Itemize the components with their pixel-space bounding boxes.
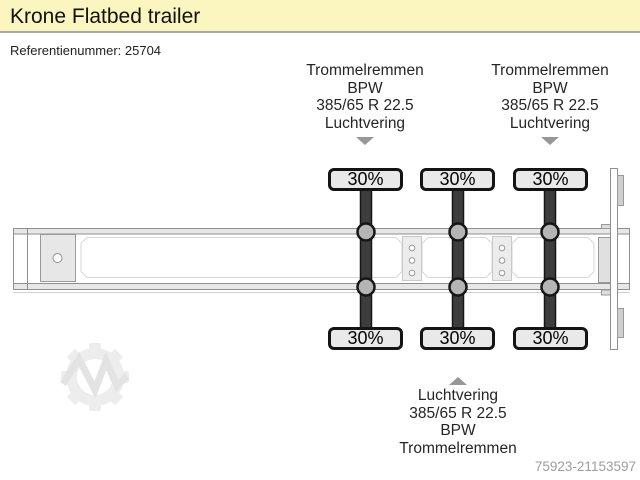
tread-depth-badge-axle1-bottom: 30% — [328, 327, 403, 350]
title-bar — [0, 0, 640, 33]
spec-line-tyre-size: 385/65 R 22.5 — [316, 97, 414, 114]
bolt-holes — [408, 244, 506, 277]
spec-line-brakes: Trommelremmen — [306, 62, 424, 79]
spec-line-suspension: Luchtvering — [417, 387, 499, 404]
arrow-up-icon — [449, 377, 467, 385]
spec-line-axle-brand: BPW — [440, 422, 476, 439]
tread-depth-badge-axle1-top: 30% — [328, 168, 403, 191]
axle-spec-top-right: Trommelremmen BPW 385/65 R 22.5 Luchtver… — [435, 62, 640, 145]
listing-id: 75923-21153597 — [534, 459, 636, 474]
tread-depth-badge-axle2-top: 30% — [420, 168, 495, 191]
reference-number: Referentienummer: 25704 — [10, 43, 162, 58]
spec-line-tyre-size: 385/65 R 22.5 — [409, 404, 507, 422]
tread-depth-badge-axle3-top: 30% — [513, 168, 588, 191]
spec-line-axle-brand: BPW — [532, 79, 568, 97]
axle-3 — [540, 188, 560, 329]
spec-line-brakes: Trommelremmen — [399, 439, 517, 457]
spec-line-suspension: Luchtvering — [509, 114, 591, 132]
arrow-down-icon — [356, 137, 374, 145]
spec-line-tyre-size: 385/65 R 22.5 — [501, 97, 599, 114]
chassis-frame — [13, 168, 630, 350]
axles — [356, 188, 560, 329]
tread-depth-badge-axle2-bottom: 30% — [420, 327, 495, 350]
axle-spec-top-left: Trommelremmen BPW 385/65 R 22.5 Luchtver… — [250, 62, 480, 145]
spec-line-brakes: Trommelremmen — [491, 62, 609, 79]
spec-line-axle-brand: BPW — [347, 79, 383, 97]
tread-depth-badge-axle3-bottom: 30% — [513, 327, 588, 350]
axle-1 — [356, 188, 376, 329]
axle-spec-bottom: Luchtvering 385/65 R 22.5 BPW Trommelrem… — [343, 387, 573, 457]
arrow-down-icon — [541, 137, 559, 145]
page-title: Krone Flatbed trailer — [10, 5, 201, 28]
axle-2 — [448, 188, 468, 329]
watermark-gear-icon — [60, 343, 130, 411]
spec-line-suspension: Luchtvering — [324, 114, 406, 132]
